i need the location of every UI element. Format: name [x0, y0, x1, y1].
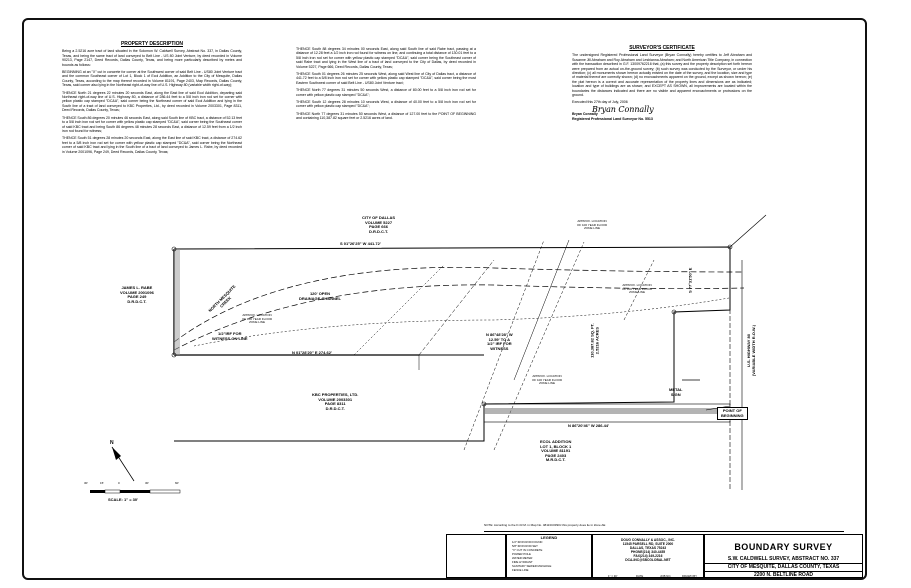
surveyor-certificate: SURVEYOR'S CERTIFICATE The undersigned R…: [572, 45, 752, 121]
legend-item: FENCE LINE: [512, 568, 529, 572]
revision-box: [446, 534, 506, 578]
rabe-label: JAMES L. RABE VOLUME 2001096 PAGE 249 D.…: [120, 285, 154, 304]
iron-rod-label: 1/2"IRF FOR WITNESS ON LINE: [212, 331, 248, 341]
description-paragraph: Being a 2.5216 acre tract of land situat…: [62, 49, 242, 67]
creek-line: [493, 241, 585, 451]
creek-line: [623, 259, 655, 321]
north-bearing-label: S 01°26'25" W 441.72': [340, 241, 381, 246]
scale-tick: 60': [175, 481, 179, 485]
sign-label: METAL SIGN: [669, 387, 683, 397]
signature: Bryan Connally: [592, 104, 654, 114]
iron-rod-marker: [727, 244, 733, 250]
iron-rod-marker: [481, 401, 487, 407]
legend-title: LEGEND: [540, 535, 558, 540]
south-bearing-label: N 86°20'46" W 286.44': [568, 423, 609, 428]
legend-item: POWER POLE: [512, 552, 531, 556]
highway-edge: [729, 214, 767, 248]
address-line: 2200 N. BELTLINE ROAD: [705, 571, 862, 578]
kbc-label: KBC PROPERTIES, LTD. VOLUME 2003301 PAGE…: [312, 392, 359, 411]
drawing-subtitle: S.W. CALDWELL SURVEY, ABSTRACT NO. 337: [727, 556, 840, 562]
flood-note: NOTE: According to the F.I.R.M. in Map N…: [484, 523, 606, 527]
description-paragraph: THENCE South 12 degrees 28 minutes 10 se…: [296, 100, 476, 109]
svg-text:N: N: [110, 440, 114, 446]
hatch-strip-west: [174, 249, 180, 355]
description-paragraph: THENCE South 86 degrees 20 minutes 46 se…: [62, 115, 242, 133]
east-bearing-label: S 77°31'50" E: [687, 267, 693, 293]
date-cell: DATE: [636, 574, 644, 578]
note-label: APPROX. LOCATION OF 100 YEAR FLOOD ZONE …: [532, 374, 563, 386]
drainage-label: 120' OPEN DRAINAGE CHANNEL: [299, 291, 341, 301]
description-paragraph: THENCE South 88 degrees 34 minutes 00 se…: [296, 47, 476, 69]
witness-bearing-label: N 86°48'28" W 12.59' TO A 1/2" IRF FOR W…: [486, 332, 513, 351]
area-label: 110,387.82 SQ. FT. 2.5216 ACRES: [589, 323, 600, 358]
creek-line: [513, 239, 570, 381]
description-paragraph: THENCE South 51 degrees 28 minutes 20 se…: [62, 136, 242, 154]
scale-cell: 1" = 30': [608, 574, 618, 578]
drawing-title: BOUNDARY SURVEY: [734, 542, 833, 552]
firm-box: DOUG CONNALLY & ASSOC., INC. 11545 PARSE…: [592, 534, 704, 578]
legend-item: FIRE HYDRANT: [512, 560, 533, 564]
certificate-paragraph: The undersigned Registered Professional …: [572, 53, 752, 98]
legend-item: SANITARY SEWER MANHOLE: [512, 564, 552, 568]
flood-zone-line: [193, 297, 730, 347]
drainage-channel: [173, 266, 745, 343]
north-arrow-icon: N: [110, 440, 135, 482]
kbc-bearing-label: N 01°28'20" E 274.62': [292, 350, 332, 355]
firm-info: DOUG CONNALLY & ASSOC., INC. 11545 PARSE…: [621, 538, 675, 563]
scale-tick: 30': [84, 481, 88, 485]
description-paragraph: THENCE North 77 degrees 31 minutes 50 se…: [296, 111, 476, 121]
city-of-dallas-label: CITY OF DALLAS VOLUME 5227 PAGE 666 D.R.…: [362, 215, 396, 234]
description-paragraph: THENCE South 01 degrees 26 minutes 25 se…: [296, 72, 476, 85]
note-label: APPROX. LOCATION OF 100 YEAR FLOOD ZONE …: [622, 283, 653, 295]
scale-tick: 0: [118, 481, 120, 485]
legend-item: 1/2" IRON ROD FOUND: [512, 540, 543, 544]
property-description: PROPERTY DESCRIPTION Being a 2.5216 acre…: [62, 41, 242, 157]
highway-label: U.S. HIGHWAY 80 (VARIABLE WIDTH R.O.W.): [745, 325, 756, 377]
signer-title: Registered Professional Land Surveyor No…: [572, 116, 653, 121]
iron-rod-marker: [671, 309, 677, 315]
description-paragraph: THENCE North 77 degrees 31 minutes 50 se…: [296, 88, 476, 97]
iron-rod-marker: [171, 246, 177, 252]
description-paragraph: BEGINNING at an "X" cut in concrete for …: [62, 70, 242, 88]
city-line: CITY OF MESQUITE, DALLAS COUNTY, TEXAS: [705, 563, 862, 570]
property-description-heading: PROPERTY DESCRIPTION: [121, 41, 183, 47]
iron-rod-marker: [171, 352, 177, 358]
boundary-line: [173, 246, 731, 442]
scale-tick: 30': [145, 481, 149, 485]
middle-description: THENCE South 88 degrees 34 minutes 00 se…: [296, 47, 476, 124]
signer-name: Bryan Connally: [572, 112, 598, 117]
creek-line: [353, 264, 445, 356]
scale-bar: [90, 489, 181, 494]
drainage-channel-lower: [173, 284, 745, 351]
survey-sheet: PROPERTY DESCRIPTION Being a 2.5216 acre…: [22, 18, 867, 580]
legend-item: "X" CUT IN CONCRETE: [512, 548, 543, 552]
pob-label: POINT OF BEGINNING: [717, 407, 748, 421]
title-box: BOUNDARY SURVEY S.W. CALDWELL SURVEY, AB…: [704, 534, 863, 578]
note-label: APPROX. LOCATION OF 100 YEAR FLOOD ZONE …: [242, 313, 273, 325]
legend-box: LEGEND: [506, 534, 592, 578]
hatch-strip: [484, 408, 730, 414]
creek-line: [418, 259, 495, 356]
legend-item: WATER METER: [512, 556, 533, 560]
creek-line: [463, 239, 545, 451]
legend-item: 5/8" IRON ROD SET: [512, 544, 538, 548]
scale-label: SCALE: 1" = 30': [108, 497, 139, 502]
certificate-heading: SURVEYOR'S CERTIFICATE: [629, 45, 695, 51]
description-paragraph: THENCE North 21 degrees 22 minutes 20 se…: [62, 90, 242, 113]
ecol-label: ECOL ADDITION LOT 1, BLOCK 1 VOLUME 8119…: [540, 439, 572, 463]
scale-tick: 15': [100, 481, 104, 485]
note-label: APPROX. LOCATION OF 100 YEAR FLOOD ZONE …: [577, 219, 608, 231]
note-underline: [484, 531, 844, 532]
certificate-date: Executed this 27th day of July, 2006: [572, 100, 628, 105]
job-cell: JOB NO.: [660, 574, 672, 578]
drawn-by-cell: DRAWN BY: [682, 574, 697, 578]
